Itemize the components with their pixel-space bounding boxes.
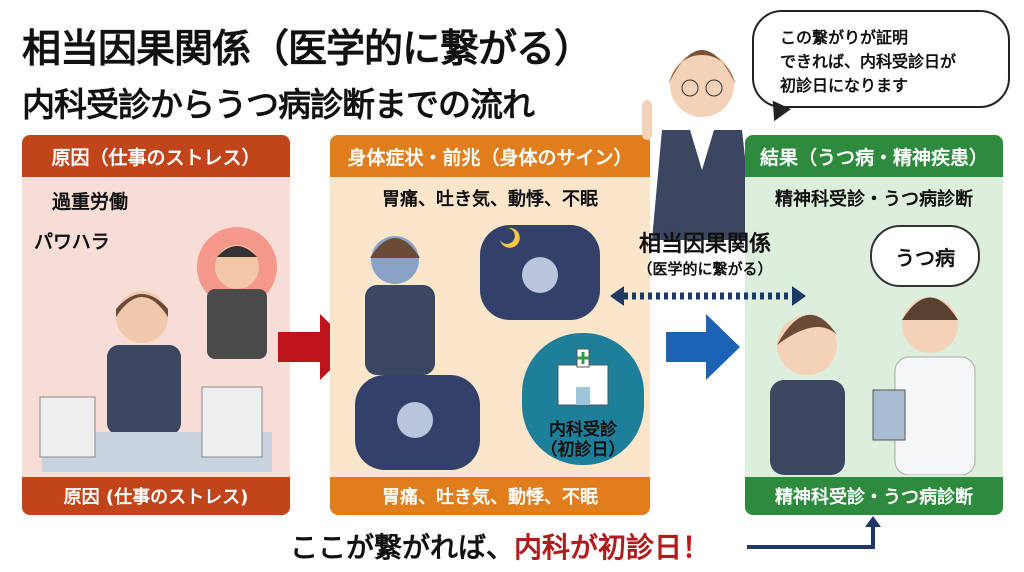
panel-subtitle: 精神科受診・うつ病診断 xyxy=(775,189,973,210)
panel-header: 結果（うつ病・精神疾患） xyxy=(745,135,1003,177)
panel-footer: 原因 (仕事のストレス) xyxy=(22,477,290,515)
link-subtitle: （医学的に繋がる） xyxy=(637,260,773,278)
bottom-prefix: ここが繋がれば、 xyxy=(290,531,515,564)
dotted-double-arrow-icon xyxy=(610,286,806,306)
link-label: 相当因果関係 （医学的に繋がる） xyxy=(610,226,800,279)
bottom-highlight: 内科が初診日！ xyxy=(514,531,711,564)
panel-result: 結果（うつ病・精神疾患） 精神科受診・うつ病診断 うつ病 精神科受診・うつ病診断 xyxy=(745,135,1003,515)
hospital-icon xyxy=(557,348,609,406)
page-subtitle: 内科受診からうつ病診断までの流れ xyxy=(22,85,535,124)
panel-header: 原因（仕事のストレス） xyxy=(22,135,290,177)
panel-footer: 精神科受診・うつ病診断 xyxy=(745,477,1003,515)
panel-subtitle: 胃痛、吐き気、動悸、不眠 xyxy=(382,189,598,210)
panel-cause: 原因（仕事のストレス） 過重労働 パワハラ 原因 (仕事のストレス) xyxy=(22,135,290,515)
label-harassment: パワハラ xyxy=(34,231,110,253)
bubble-line: できれば、内科受診日が xyxy=(780,52,957,71)
return-arrow-icon xyxy=(747,516,881,549)
label-overwork: 過重労働 xyxy=(52,191,129,213)
bottom-message: ここが繋がれば、内科が初診日！ xyxy=(290,526,710,566)
bubble-line: この繋がりが証明 xyxy=(780,28,909,47)
thought-cloud: うつ病 xyxy=(870,225,980,287)
link-title: 相当因果関係 xyxy=(638,232,771,257)
blue-arrow-icon xyxy=(666,314,740,380)
thought-text: うつ病 xyxy=(895,245,955,270)
symptoms-illustration xyxy=(355,225,600,470)
hospital-sublabel: （初診日） xyxy=(540,440,626,460)
stressed-worker-illustration xyxy=(39,227,277,472)
bubble-line: 初診日になります xyxy=(780,76,909,95)
panel-header: 身体症状・前兆（身体のサイン） xyxy=(330,135,650,177)
speech-bubble: この繋がりが証明 できれば、内科受診日が 初診日になります xyxy=(752,10,1010,108)
page-title: 相当因果関係（医学的に繋がる） xyxy=(22,27,593,72)
doctor-consultation-illustration xyxy=(770,297,976,475)
panel-footer: 胃痛、吐き気、動悸、不眠 xyxy=(330,477,650,515)
hospital-label: 内科受診 xyxy=(549,420,617,440)
panel-symptoms: 身体症状・前兆（身体のサイン） 胃痛、吐き気、動悸、不眠 内科受診 （初診日） … xyxy=(330,135,650,515)
teacher-illustration xyxy=(642,50,754,240)
